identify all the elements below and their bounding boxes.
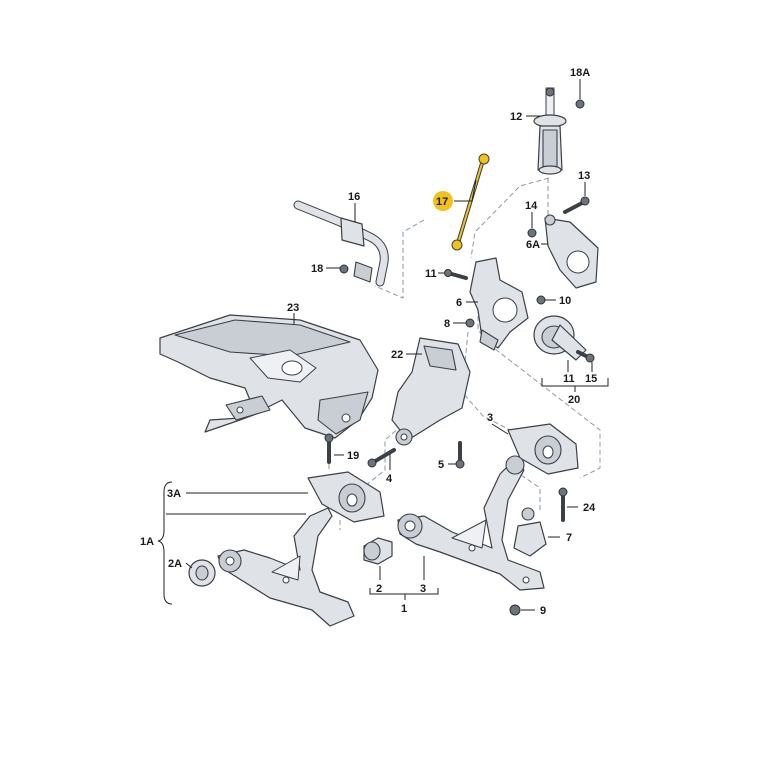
subframe-part-23: [159, 314, 379, 439]
label-1a: 1A: [140, 536, 154, 548]
label-17: 17: [436, 196, 448, 208]
bolt-part-24: [558, 487, 568, 522]
bolt-part-19: [324, 433, 334, 464]
coupling-rod-part-17: [451, 153, 490, 251]
assembly-dash-lines: [328, 177, 601, 530]
label-19: 19: [347, 450, 359, 462]
bolt-part-18: [339, 264, 349, 274]
ball-joint-part-7: [513, 507, 547, 557]
bushing-part-2a: [188, 559, 216, 587]
label-14: 14: [525, 200, 538, 212]
label-2: 2: [376, 583, 382, 595]
wheel-hub-part-20: [533, 315, 587, 361]
label-16: 16: [348, 191, 360, 203]
label-18: 18: [311, 263, 323, 275]
label-11-upper: 11: [425, 268, 437, 280]
label-3a: 3A: [167, 488, 181, 500]
label-12: 12: [510, 111, 522, 123]
housing-part-6: [469, 257, 529, 351]
label-24: 24: [583, 502, 596, 514]
label-13: 13: [578, 170, 590, 182]
strut-part-12: [533, 87, 567, 175]
label-7: 7: [566, 532, 572, 544]
housing-part-6a: [544, 214, 599, 289]
label-1: 1: [401, 603, 407, 615]
bolt-part-5: [455, 441, 465, 469]
leader-lines: [166, 79, 609, 611]
label-3-upper: 3: [487, 412, 493, 424]
label-8: 8: [444, 318, 450, 330]
label-15: 15: [585, 373, 597, 385]
label-10: 10: [559, 295, 571, 307]
nut-part-10: [536, 295, 546, 305]
label-23: 23: [287, 302, 299, 314]
label-20: 20: [568, 394, 580, 406]
bracket-part-22: [391, 337, 471, 446]
label-3: 3: [420, 583, 426, 595]
label-11-lower: 11: [563, 373, 575, 385]
label-22: 22: [391, 349, 403, 361]
label-4: 4: [386, 473, 393, 485]
nut-part-8: [465, 318, 475, 328]
bushing-part-3a: [307, 471, 385, 523]
nut-part-14: [527, 228, 537, 238]
highlight-badge-17: [433, 191, 453, 211]
label-5: 5: [438, 459, 444, 471]
group-bracket-1a: [157, 481, 173, 605]
label-6a: 6A: [526, 239, 540, 251]
control-arm-part-3: [397, 455, 545, 591]
label-2a: 2A: [168, 558, 182, 570]
nut-part-9: [509, 604, 521, 616]
label-6: 6: [456, 297, 462, 309]
bolt-part-15: [576, 350, 595, 363]
callout-labels: 18A 12 17 16 13 14 6A 18 11 10 6 23 8 22…: [140, 67, 597, 617]
bolt-part-4: [367, 448, 396, 468]
label-18a: 18A: [570, 67, 590, 79]
control-arm-part-1a: [217, 507, 355, 627]
stabilizer-bar-part-16: [293, 200, 389, 287]
bushing-part-3-upper: [507, 423, 579, 475]
bushing-part-2: [363, 537, 393, 565]
nut-part-18a: [575, 99, 585, 109]
label-9: 9: [540, 605, 546, 617]
bolt-part-13: [563, 196, 590, 214]
bolt-part-11-upper: [444, 269, 468, 280]
